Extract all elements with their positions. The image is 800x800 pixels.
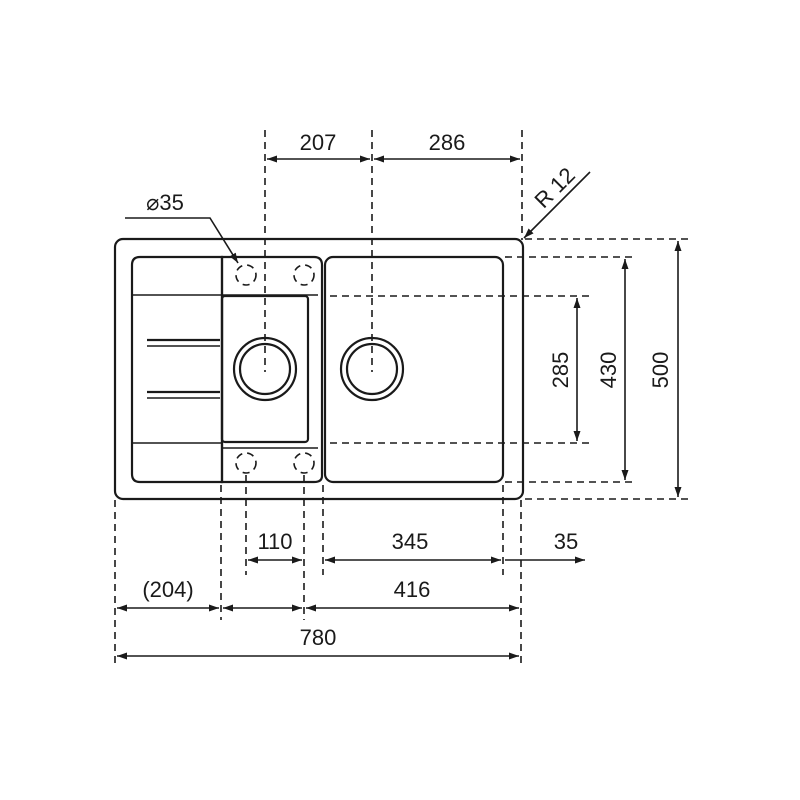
dim-label-345: 345 bbox=[392, 529, 429, 554]
tap-hole-bottom-right bbox=[293, 452, 315, 474]
dim-label-35: 35 bbox=[554, 529, 578, 554]
tap-hole-top-right bbox=[293, 264, 315, 286]
drainer-area bbox=[130, 255, 224, 484]
main-bowl bbox=[323, 255, 505, 484]
radius-leader bbox=[523, 171, 591, 239]
main-bowl-drain-inner bbox=[345, 342, 399, 396]
tap-hole-bottom-left bbox=[235, 452, 257, 474]
tap-hole-top-left bbox=[235, 264, 257, 286]
dim-label-207: 207 bbox=[300, 130, 337, 155]
dim-label-500: 500 bbox=[648, 352, 673, 389]
dim-label-416: 416 bbox=[394, 577, 431, 602]
dim-label-285: 285 bbox=[548, 352, 573, 389]
dim-label-110: 110 bbox=[257, 529, 292, 554]
dim-label-204: (204) bbox=[142, 577, 193, 602]
sink-outer-outline bbox=[113, 237, 525, 501]
dim-label-286: 286 bbox=[429, 130, 466, 155]
dim-label-780: 780 bbox=[300, 625, 337, 650]
hole-diameter-label: ⌀35 bbox=[146, 190, 184, 215]
dim-label-430: 430 bbox=[596, 352, 621, 389]
small-bowl-drain-inner bbox=[238, 342, 292, 396]
small-bowl-outer bbox=[220, 255, 324, 484]
hole-diameter-leader bbox=[125, 217, 239, 264]
radius-label: R 12 bbox=[529, 162, 580, 213]
small-bowl-inner bbox=[220, 294, 310, 444]
